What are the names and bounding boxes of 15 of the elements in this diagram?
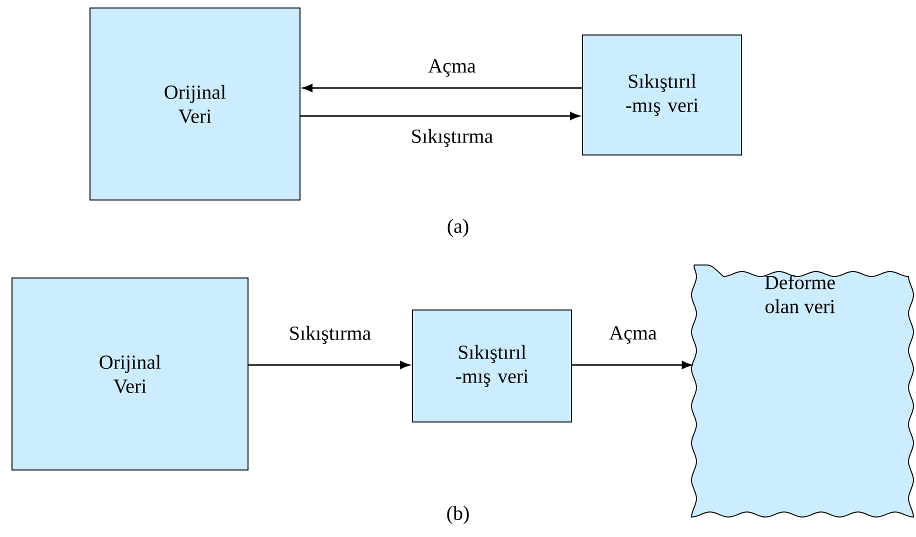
arrow (248, 361, 410, 369)
process-box: Orijinal Veri (90, 8, 300, 200)
edge-label: Sıkıştırma (288, 324, 372, 346)
process-box: Sıkıştırıl -mış veri (582, 34, 742, 156)
process-box: Orijinal Veri (12, 278, 248, 470)
arrow (300, 112, 580, 120)
edge-label: Açma (427, 58, 477, 78)
arrow (302, 84, 582, 92)
edge-label: Sıkıştırma (410, 128, 494, 148)
deformed-data-shape: Deforme olan veri (691, 264, 914, 518)
arrow (572, 361, 692, 369)
panel-label: (a) (448, 218, 468, 238)
edge-label: Açma (608, 325, 658, 345)
process-box: Sıkıştırıl -mış veri (412, 310, 572, 422)
panel-label: (b) (447, 506, 469, 524)
